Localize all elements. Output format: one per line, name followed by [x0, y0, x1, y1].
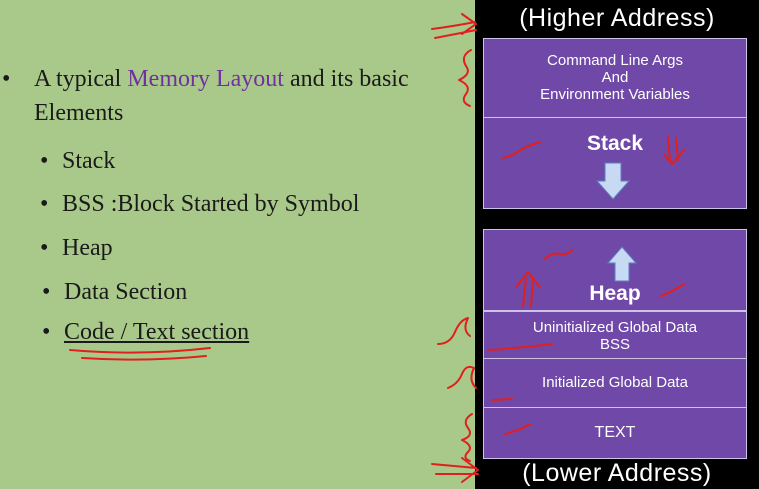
- sub-bullet-bss: •BSS :Block Started by Symbol: [40, 191, 360, 217]
- sub-bullet-label: Code / Text section: [64, 319, 250, 345]
- text-label: TEXT: [594, 424, 636, 441]
- memory-diagram: (Higher Address) Command Line Args And E…: [475, 0, 759, 489]
- sub-bullet-label: Stack: [62, 148, 116, 174]
- lower-address-label: (Lower Address): [522, 459, 712, 487]
- down-arrow-icon: [596, 162, 630, 200]
- sub-bullet-stack: •Stack: [40, 148, 116, 174]
- stack-block: Stack: [483, 117, 747, 209]
- sub-bullet-label: BSS :Block Started by Symbol: [62, 191, 360, 217]
- main-bullet-suffix: and its basic Elements: [34, 66, 409, 126]
- main-bullet-prefix: A typical: [34, 66, 128, 92]
- text-segment-block: TEXT: [483, 407, 747, 459]
- sub-bullet-code: •Code / Text section: [42, 319, 250, 345]
- heap-block: Heap: [483, 229, 747, 311]
- bss-block: Uninitialized Global Data BSS: [483, 311, 747, 359]
- bullet-list: • A typical Memory Layout and its basic …: [2, 62, 454, 345]
- main-bullet-text: A typical Memory Layout and its basic El…: [34, 62, 454, 130]
- sub-bullet-data: •Data Section: [42, 279, 188, 305]
- memory-layout-highlight: Memory Layout: [127, 66, 284, 92]
- bss-line-1: Uninitialized Global Data: [532, 319, 698, 336]
- bss-line-2: BSS: [599, 336, 630, 353]
- heap-label: Heap: [589, 282, 641, 305]
- cmd-line-2: And: [601, 69, 629, 86]
- stack-label: Stack: [586, 132, 644, 155]
- cmd-line-1: Command Line Args: [547, 52, 683, 69]
- sub-bullet-label: Heap: [62, 235, 113, 261]
- higher-address-label: (Higher Address): [519, 4, 715, 32]
- sub-bullet-heap: •Heap: [40, 235, 113, 261]
- initialized-data-block: Initialized Global Data: [483, 358, 747, 408]
- data-label: Initialized Global Data: [542, 374, 688, 391]
- cmd-line-3: Environment Variables: [540, 86, 690, 103]
- command-line-args-block: Command Line Args And Environment Variab…: [483, 38, 747, 118]
- up-arrow-icon: [607, 246, 637, 282]
- bullet-dot: •: [2, 66, 11, 92]
- sub-bullet-label: Data Section: [64, 279, 188, 305]
